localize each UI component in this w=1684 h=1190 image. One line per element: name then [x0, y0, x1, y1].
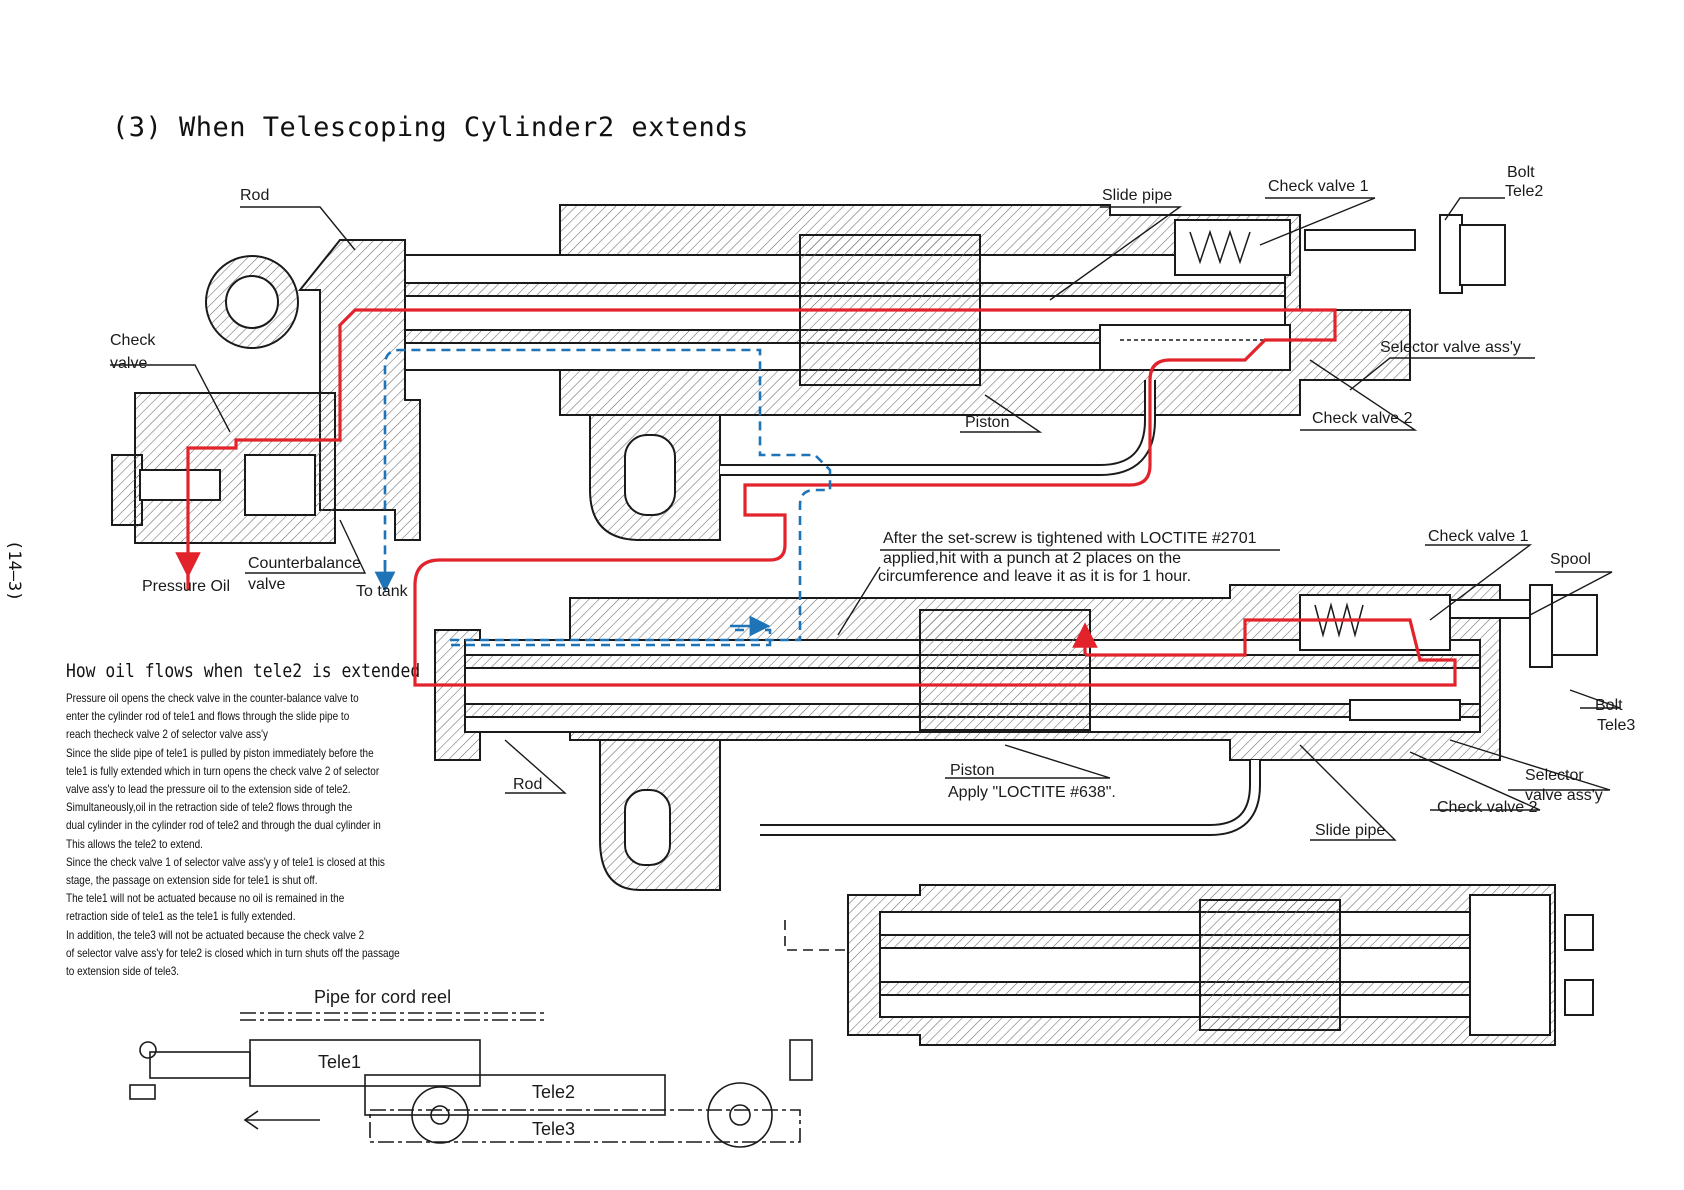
label-rod-top: Rod	[240, 187, 269, 204]
description-line: valve ass'y to lead the pressure oil to …	[66, 783, 351, 797]
description-heading: How oil flows when tele2 is extended	[66, 660, 421, 682]
boom-sketch	[129, 1012, 813, 1148]
label-note-line3: circumference and leave it as it is for …	[878, 568, 1191, 585]
pressure-oil-path	[175, 308, 1457, 687]
description-line: of selector valve ass'y for tele2 is clo…	[66, 946, 400, 960]
tele2-cylinder	[434, 584, 1598, 891]
description-line: Since the slide pipe of tele1 is pulled …	[66, 746, 374, 760]
label-check-valve-b: valve	[110, 355, 147, 372]
label-counterbalance-b: valve	[248, 576, 285, 593]
label-pipe-cord-reel: Pipe for cord reel	[314, 987, 451, 1007]
description-line: reach thecheck valve 2 of selector valve…	[66, 728, 268, 742]
label-check-valve2-top: Check valve 2	[1312, 410, 1413, 427]
label-tele2: Tele2	[532, 1082, 575, 1102]
description-line: This allows the tele2 to extend.	[66, 837, 203, 851]
label-counterbalance-a: Counterbalance	[248, 555, 361, 572]
tele3-piston	[1199, 899, 1341, 1031]
label-tele3: Tele3	[532, 1119, 575, 1139]
label-note-line2: applied,hit with a punch at 2 places on …	[883, 550, 1181, 567]
label-slide-pipe-mid: Slide pipe	[1315, 822, 1385, 839]
tank-return-path	[374, 348, 832, 647]
label-slide-pipe-top: Slide pipe	[1102, 187, 1172, 204]
label-loctite638: Apply "LOCTITE #638".	[948, 784, 1116, 801]
label-pressure-oil: Pressure Oil	[142, 578, 230, 595]
label-check-valve-a: Check	[110, 332, 156, 349]
label-piston-mid: Piston	[950, 762, 994, 779]
label-check-valve1-mid: Check valve 1	[1428, 528, 1529, 545]
leader-lines	[110, 197, 1621, 841]
label-bolt-tele2-a: Bolt	[1507, 164, 1535, 181]
description-line: stage, the passage on extension side for…	[66, 874, 318, 888]
description-line: The tele1 will not be actuated because n…	[66, 892, 345, 906]
label-selector-mid-a: Selector	[1525, 767, 1584, 784]
label-to-tank: To tank	[356, 583, 409, 600]
description-line: Pressure oil opens the check valve in th…	[66, 692, 359, 705]
description-line: Simultaneously,oil in the retraction sid…	[66, 801, 353, 815]
description-line: retraction side of tele1 as the tele1 is…	[66, 910, 296, 924]
description-line: to extension side of tele3.	[66, 965, 180, 979]
tele1-cylinder	[111, 204, 1506, 544]
label-selector-top: Selector valve ass'y	[1380, 339, 1521, 356]
label-note-line1: After the set-screw is tightened with LO…	[883, 530, 1257, 547]
description-line: dual cylinder in the cylinder rod of tel…	[66, 819, 381, 833]
label-selector-mid-b: valve ass'y	[1525, 787, 1603, 804]
label-check-valve2-mid: Check valve 2	[1437, 799, 1538, 816]
label-bolt-tele3-b: Tele3	[1597, 717, 1635, 734]
description-line: In addition, the tele3 will not be actua…	[66, 928, 365, 942]
label-spool: Spool	[1550, 551, 1591, 568]
label-piston-top: Piston	[965, 414, 1009, 431]
label-check-valve1-top: Check valve 1	[1268, 178, 1369, 195]
label-rod-mid: Rod	[513, 776, 542, 793]
description-line: enter the cylinder rod of tele1 and flow…	[66, 710, 350, 724]
tele2-piston	[919, 609, 1091, 731]
tele3-cylinder	[784, 884, 1594, 1046]
description-line: Since the check valve 1 of selector valv…	[66, 855, 385, 869]
label-bolt-tele2-b: Tele2	[1505, 183, 1543, 200]
description-text: Pressure oil opens the check valve in th…	[66, 690, 436, 981]
page-title: (3) When Telescoping Cylinder2 extends	[112, 112, 749, 143]
label-bolt-tele3-a: Bolt	[1595, 697, 1623, 714]
description-line: tele1 is fully extended which in turn op…	[66, 764, 380, 778]
label-tele1: Tele1	[318, 1052, 361, 1072]
